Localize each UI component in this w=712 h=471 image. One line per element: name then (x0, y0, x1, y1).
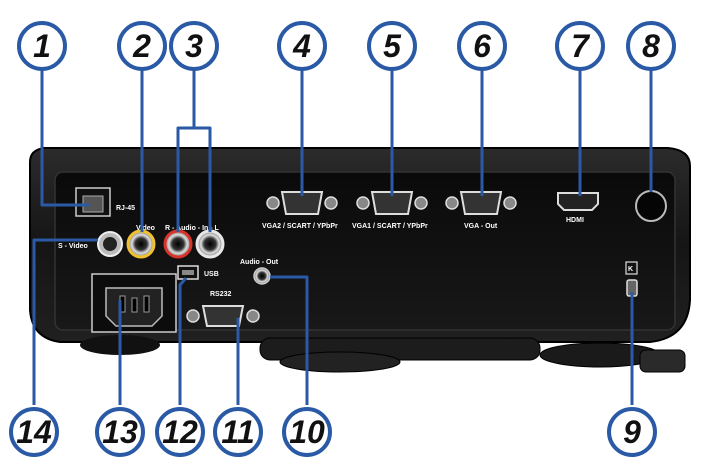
video-label: Video (136, 225, 155, 232)
usb-label: USB (204, 271, 219, 278)
rs232-port: RS232 (186, 291, 260, 327)
hdmi-port: HDMI (557, 192, 599, 224)
callout-11-label: 11 (221, 414, 254, 450)
callout-12-label: 12 (162, 414, 198, 450)
callout-13: 13 (95, 407, 145, 457)
kensington-label: K (628, 266, 633, 273)
callout-14: 14 (9, 407, 59, 457)
vga1-label: VGA1 / SCART / YPbPr (352, 223, 428, 230)
audio-in-label: R - Audio - In - L (165, 225, 220, 232)
rs232-label: RS232 (210, 291, 232, 298)
kensington-lock: K (625, 261, 638, 297)
callout-10: 10 (282, 407, 332, 457)
callout-1-label: 1 (33, 28, 51, 64)
callout-8: 8 (626, 21, 676, 71)
projector-body (29, 147, 691, 373)
callout-12: 12 (155, 407, 205, 457)
vga2-label: VGA2 / SCART / YPbPr (262, 223, 338, 230)
callout-3-label: 3 (185, 28, 203, 64)
callout-2-label: 2 (132, 28, 151, 64)
svideo-label: S - Video (58, 243, 88, 250)
callout-10-label: 10 (289, 414, 325, 450)
callout-13-label: 13 (102, 414, 138, 450)
usb-port: USB (177, 265, 219, 280)
power-socket (91, 273, 177, 333)
callout-2: 2 (117, 21, 167, 71)
callout-1: 1 (17, 21, 67, 71)
callout-8-label: 8 (642, 28, 660, 64)
svideo-port: S - Video (58, 231, 123, 257)
leader-lines (32, 70, 653, 405)
callout-4-label: 4 (292, 28, 311, 64)
audio-in-ports: R - Audio - In - L (163, 225, 225, 259)
callout-6: 6 (457, 21, 507, 71)
vga-out-label: VGA - Out (464, 223, 498, 230)
video-port: Video (126, 225, 156, 259)
callout-14-label: 14 (16, 414, 52, 450)
ir-receiver (635, 190, 667, 222)
callout-6-label: 6 (473, 28, 491, 64)
vga1-port: VGA1 / SCART / YPbPr (352, 191, 428, 230)
audio-out-label: Audio - Out (240, 259, 279, 266)
vga-out-port: VGA - Out (445, 191, 517, 230)
callout-11: 11 (213, 407, 263, 457)
callout-9: 9 (607, 407, 657, 457)
callout-4: 4 (277, 21, 327, 71)
callout-5: 5 (367, 21, 417, 71)
callouts: 1 2 3 4 5 6 7 8 (9, 21, 676, 457)
vga2-port: VGA2 / SCART / YPbPr (262, 191, 338, 230)
callout-7: 7 (555, 21, 605, 71)
callout-7-label: 7 (571, 28, 591, 64)
rj45-port: RJ-45 (75, 187, 135, 217)
callout-3: 3 (169, 21, 219, 71)
callout-5-label: 5 (383, 28, 402, 64)
rj45-label: RJ-45 (116, 205, 135, 212)
callout-9-label: 9 (623, 414, 641, 450)
hdmi-label: HDMI (566, 217, 584, 224)
